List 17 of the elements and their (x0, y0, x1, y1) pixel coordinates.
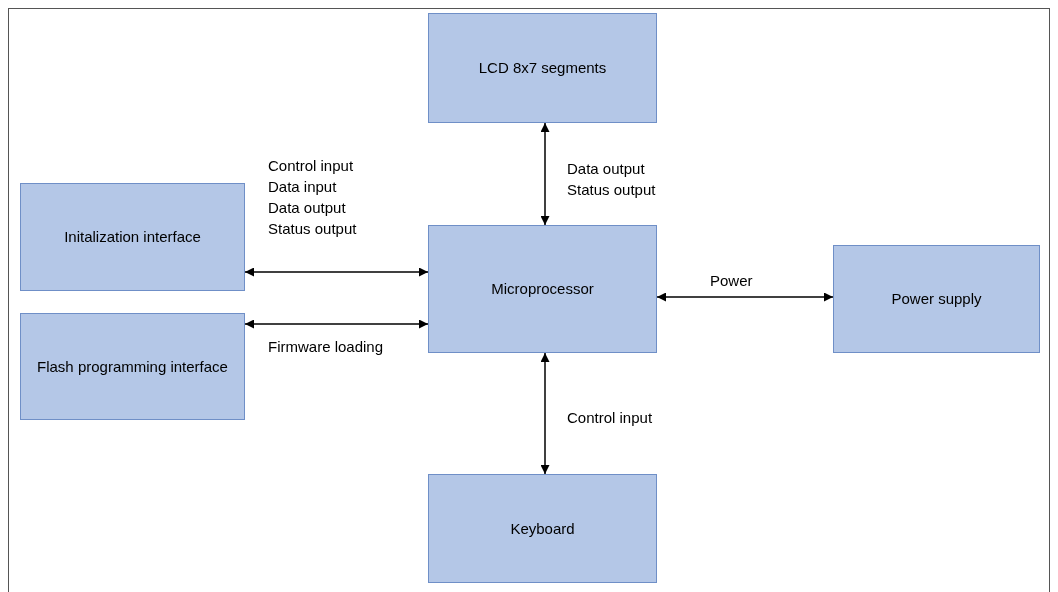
block-box (428, 474, 657, 583)
block-box (20, 313, 245, 420)
block-box (428, 13, 657, 123)
block-label: LCD 8x7 segments (478, 58, 607, 78)
block-label: Microprocessor (491, 279, 594, 299)
block-box (428, 225, 657, 353)
block-label: Initalization interface (64, 227, 201, 247)
block-label: Power supply (891, 289, 982, 309)
double-arrow (540, 122, 550, 226)
block-box (20, 183, 245, 291)
block-label: Flash programming interface (37, 356, 228, 377)
double-arrow (540, 352, 550, 475)
double-arrow (244, 267, 429, 277)
double-arrow (656, 292, 834, 302)
block-label: Keyboard (510, 518, 575, 539)
block-box (833, 245, 1040, 353)
double-arrow (244, 319, 429, 329)
